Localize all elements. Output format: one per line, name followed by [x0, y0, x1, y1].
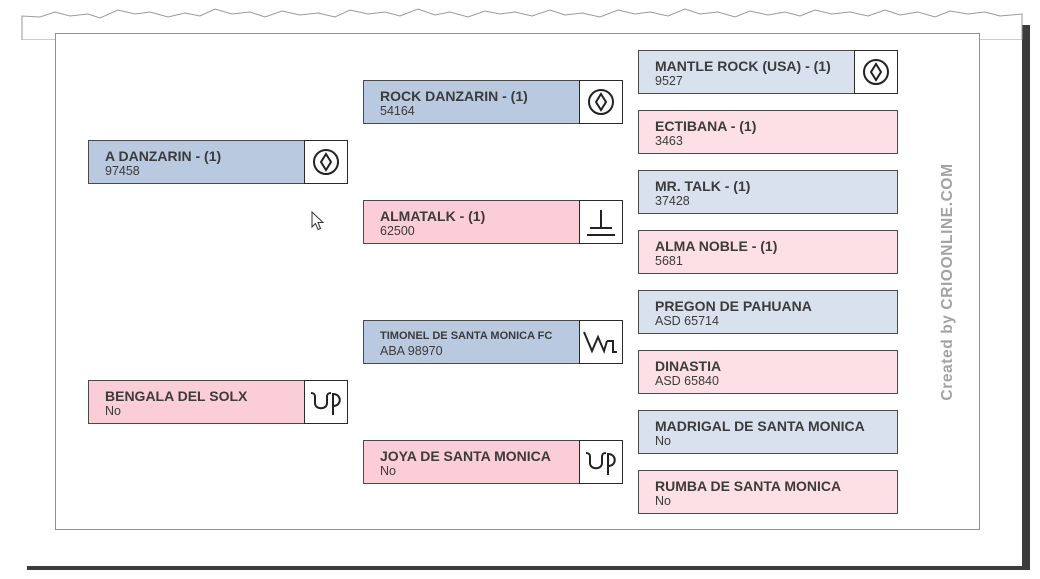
diamond-circle-brand-icon — [304, 140, 348, 184]
sire-reg: 97458 — [105, 164, 140, 178]
dam-sire-card[interactable]: TIMONEL DE SANTA MONICA FC ABA 98970 — [363, 320, 623, 364]
mouse-cursor-icon — [311, 211, 325, 231]
ggp-reg: 3463 — [655, 134, 683, 148]
dam-reg: No — [105, 404, 121, 418]
ggp-card-8[interactable]: RUMBA DE SANTA MONICA No — [638, 470, 898, 514]
ggp-name: PREGON DE PAHUANA — [655, 298, 812, 314]
watermark-text: Created by CRIOONLINE.COM — [939, 163, 956, 401]
dam-dam-reg: No — [380, 464, 396, 478]
sire-sire-card[interactable]: ROCK DANZARIN - (1) 54164 — [363, 80, 623, 124]
ggp-reg: 9527 — [655, 74, 683, 88]
dam-dam-card[interactable]: JOYA DE SANTA MONICA No — [363, 440, 623, 484]
dam-name: BENGALA DEL SOLX — [105, 388, 248, 404]
ggp-reg: 37428 — [655, 194, 690, 208]
cup-p-brand-icon — [579, 440, 623, 484]
ggp-card-1[interactable]: MANTLE ROCK (USA) - (1) 9527 — [638, 50, 898, 94]
ggp-card-4[interactable]: ALMA NOBLE - (1) 5681 — [638, 230, 898, 274]
dam-sire-reg: ABA 98970 — [380, 344, 443, 358]
sire-dam-name: ALMATALK - (1) — [380, 208, 486, 224]
ggp-reg: ASD 65840 — [655, 374, 719, 388]
wave-hook-brand-icon — [579, 320, 623, 364]
ggp-reg: ASD 65714 — [655, 314, 719, 328]
ggp-name: DINASTIA — [655, 358, 722, 374]
ggp-name: RUMBA DE SANTA MONICA — [655, 478, 842, 494]
ggp-card-2[interactable]: ECTIBANA - (1) 3463 — [638, 110, 898, 154]
ggp-card-5[interactable]: PREGON DE PAHUANA ASD 65714 — [638, 290, 898, 334]
ggp-name: MADRIGAL DE SANTA MONICA — [655, 418, 865, 434]
diamond-circle-brand-icon — [579, 80, 623, 124]
sire-sire-name: ROCK DANZARIN - (1) — [380, 88, 528, 104]
dam-dam-name: JOYA DE SANTA MONICA — [380, 448, 551, 464]
sire-card[interactable]: A DANZARIN - (1) 97458 — [88, 140, 348, 184]
inverted-t-brand-icon — [579, 200, 623, 244]
ggp-card-3[interactable]: MR. TALK - (1) 37428 — [638, 170, 898, 214]
ggp-reg: 5681 — [655, 254, 683, 268]
diamond-circle-brand-icon — [854, 50, 898, 94]
ggp-name: MR. TALK - (1) — [655, 178, 751, 194]
sire-dam-card[interactable]: ALMATALK - (1) 62500 — [363, 200, 623, 244]
ggp-name: ECTIBANA - (1) — [655, 118, 757, 134]
sire-sire-reg: 54164 — [380, 104, 415, 118]
dam-sire-name: TIMONEL DE SANTA MONICA FC — [380, 330, 553, 342]
ggp-name: ALMA NOBLE - (1) — [655, 238, 778, 254]
sire-name: A DANZARIN - (1) — [105, 148, 222, 164]
torn-edge — [21, 8, 1023, 40]
dam-card[interactable]: BENGALA DEL SOLX No — [88, 380, 348, 424]
ggp-reg: No — [655, 494, 671, 508]
ggp-card-7[interactable]: MADRIGAL DE SANTA MONICA No — [638, 410, 898, 454]
ggp-card-6[interactable]: DINASTIA ASD 65840 — [638, 350, 898, 394]
ggp-reg: No — [655, 434, 671, 448]
sire-dam-reg: 62500 — [380, 224, 415, 238]
cup-p-brand-icon — [304, 380, 348, 424]
ggp-name: MANTLE ROCK (USA) - (1) — [655, 58, 831, 74]
